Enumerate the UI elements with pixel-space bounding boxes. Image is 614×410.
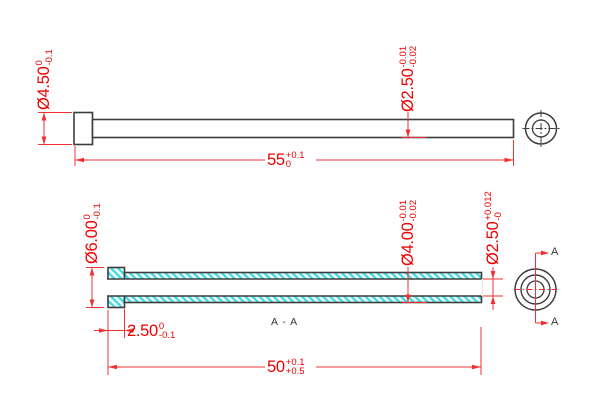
tol-upper: -0.01 <box>397 45 409 68</box>
tol-upper: 0 <box>81 214 93 220</box>
pin-shaft-outline <box>91 118 515 139</box>
label-shaft-diameter-top: Ø2.50 -0.01 -0.02 <box>397 45 419 112</box>
dim-value: Ø4.00 <box>398 222 417 266</box>
tol-lower: -0.1 <box>43 49 54 66</box>
label-bore-diameter-section: Ø2.50 +0.012 -0 <box>482 191 504 265</box>
top-view-part-outline <box>73 111 515 146</box>
section-bore <box>106 279 483 296</box>
section-marker-bottom: A <box>551 315 559 328</box>
dim-tolerances: -0.01 -0.02 <box>397 45 419 68</box>
dim-value: 55 <box>267 150 285 169</box>
dim-head-diameter-top <box>38 112 72 145</box>
dim-head-length-section <box>94 309 134 375</box>
section-end-view <box>514 250 558 326</box>
section-view-part <box>106 266 483 309</box>
label-head-diameter-section: Ø6.00 0 -0.1 <box>81 203 103 264</box>
top-end-view <box>522 110 560 147</box>
dim-bore-diameter-section <box>483 267 503 310</box>
dim-tolerances: -0.01 -0.02 <box>397 199 419 222</box>
dim-tolerances: 0 -0.1 <box>158 320 176 341</box>
tol-upper: +0.1 <box>285 356 305 368</box>
label-outer-diameter-section: Ø4.00 -0.01 -0.02 <box>397 199 419 266</box>
label-head-length-section: 2.50 0 -0.1 <box>127 320 176 341</box>
tol-lower: -0 <box>492 212 503 221</box>
end-view-centerlines <box>522 110 560 147</box>
tol-upper: +0.012 <box>482 191 494 221</box>
tol-lower: -0.1 <box>91 203 102 220</box>
dim-value: Ø4.50 <box>34 66 53 110</box>
dim-tolerances: +0.012 -0 <box>482 191 504 221</box>
tol-lower: -0.02 <box>407 45 418 68</box>
tol-upper: +0.1 <box>285 149 305 161</box>
tol-lower: 0 <box>285 159 292 170</box>
dim-tolerances: +0.1 0 <box>285 149 305 170</box>
label-overall-length-top: 55 +0.1 0 <box>267 149 305 170</box>
tol-lower: -0.1 <box>158 330 176 341</box>
dim-shaft-diameter-top <box>402 112 426 138</box>
tol-upper: 0 <box>158 320 165 332</box>
dim-head-diameter-section <box>86 267 104 308</box>
label-head-diameter-top: Ø4.50 0 -0.1 <box>33 49 55 110</box>
dim-tolerances: 0 -0.1 <box>81 203 103 220</box>
tol-lower: -0.02 <box>407 199 418 222</box>
dim-overall-length-section <box>108 327 482 375</box>
pin-head-outline <box>73 111 94 146</box>
dim-value: 50 <box>267 357 285 376</box>
dim-tolerances: +0.1 +0.5 <box>285 356 305 377</box>
section-marker-top: A <box>551 246 559 258</box>
dim-value: 2.50 <box>127 321 158 340</box>
section-title-label: A - A <box>271 315 299 328</box>
dim-value: Ø2.50 <box>483 221 502 265</box>
dim-value: Ø6.00 <box>82 220 101 264</box>
tol-lower: +0.5 <box>285 366 305 377</box>
tol-upper: -0.01 <box>397 199 409 222</box>
dim-overall-length-top <box>74 140 514 166</box>
dim-outer-diameter-section <box>402 267 427 303</box>
dim-tolerances: 0 -0.1 <box>33 49 55 66</box>
section-cutting-line <box>535 250 549 326</box>
label-overall-length-section: 50 +0.1 +0.5 <box>267 356 305 377</box>
section-bore-lines <box>107 278 482 297</box>
tol-upper: 0 <box>33 60 45 66</box>
dim-value: Ø2.50 <box>398 68 417 112</box>
